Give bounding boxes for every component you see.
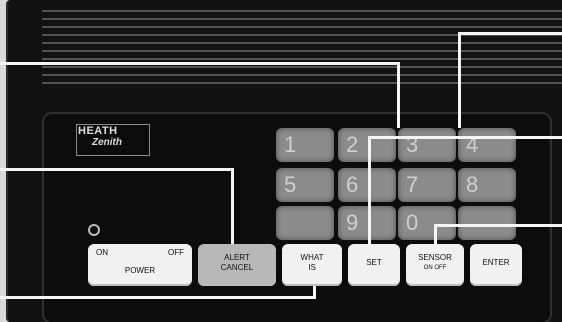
key-6-number: 6 (346, 172, 359, 197)
callout-line-bottom-left (0, 296, 316, 299)
key-1[interactable]: 1 (276, 128, 334, 162)
power-label: POWER (124, 266, 156, 275)
callout-line-mid-right (368, 136, 562, 139)
callout-line-top-left (0, 62, 400, 65)
sensor-line2: ON OFF (423, 265, 447, 271)
callout-line-mid-left (0, 168, 234, 171)
key-2-number: 2 (346, 132, 359, 157)
callout-line-top-right (458, 32, 562, 35)
set-label: SET (366, 258, 382, 267)
key-9-number: 9 (346, 210, 359, 235)
alert-cancel-button[interactable]: ALERT CANCEL (198, 244, 276, 286)
power-switch[interactable]: ON OFF POWER (88, 244, 192, 286)
key-temp[interactable] (276, 206, 334, 240)
key-0[interactable]: 0 (398, 206, 456, 240)
what-is-line1: WHAT (300, 253, 324, 262)
enter-button[interactable]: ENTER (470, 244, 522, 286)
key-5-number: 5 (284, 172, 297, 197)
power-on-label: ON (96, 248, 108, 257)
what-is-button[interactable]: WHAT IS (282, 244, 342, 286)
key-5[interactable]: 5 (276, 168, 334, 202)
callout-line-lower-right (434, 224, 562, 227)
brand-line1: HEATH (78, 125, 118, 137)
callout-line-lower-right-drop (434, 224, 437, 244)
key-clock[interactable] (458, 206, 516, 240)
callout-line-bottom-left-rise (313, 286, 316, 298)
key-4[interactable]: 4 (458, 128, 516, 162)
key-8[interactable]: 8 (458, 168, 516, 202)
callout-line-top-left-drop (397, 62, 400, 128)
key-2[interactable]: 2 (338, 128, 396, 162)
enter-label: ENTER (482, 258, 510, 267)
key-0-number: 0 (406, 210, 419, 235)
set-button[interactable]: SET (348, 244, 400, 286)
brand-line2: Zenith (92, 137, 122, 148)
key-3[interactable]: 3 (398, 128, 456, 162)
key-6[interactable]: 6 (338, 168, 396, 202)
power-off-label: OFF (168, 248, 184, 257)
key-7[interactable]: 7 (398, 168, 456, 202)
sensor-line1: SENSOR (418, 253, 452, 262)
what-is-line2: IS (308, 263, 316, 272)
brand-logo: HEATH Zenith (76, 124, 150, 156)
key-7-number: 7 (406, 172, 419, 197)
sensor-lens-icon (88, 224, 100, 236)
key-9[interactable]: 9 (338, 206, 396, 240)
callout-line-mid-right-drop (368, 136, 371, 244)
alert-cancel-line1: ALERT (224, 253, 250, 262)
alert-cancel-line2: CANCEL (220, 263, 254, 272)
callout-line-mid-left-drop (231, 168, 234, 244)
speaker-grille (42, 10, 562, 90)
key-8-number: 8 (466, 172, 479, 197)
callout-line-top-right-drop (458, 32, 461, 128)
key-1-number: 1 (284, 132, 297, 157)
sensor-button[interactable]: SENSOR ON OFF (406, 244, 464, 286)
logo-frame (76, 124, 150, 156)
